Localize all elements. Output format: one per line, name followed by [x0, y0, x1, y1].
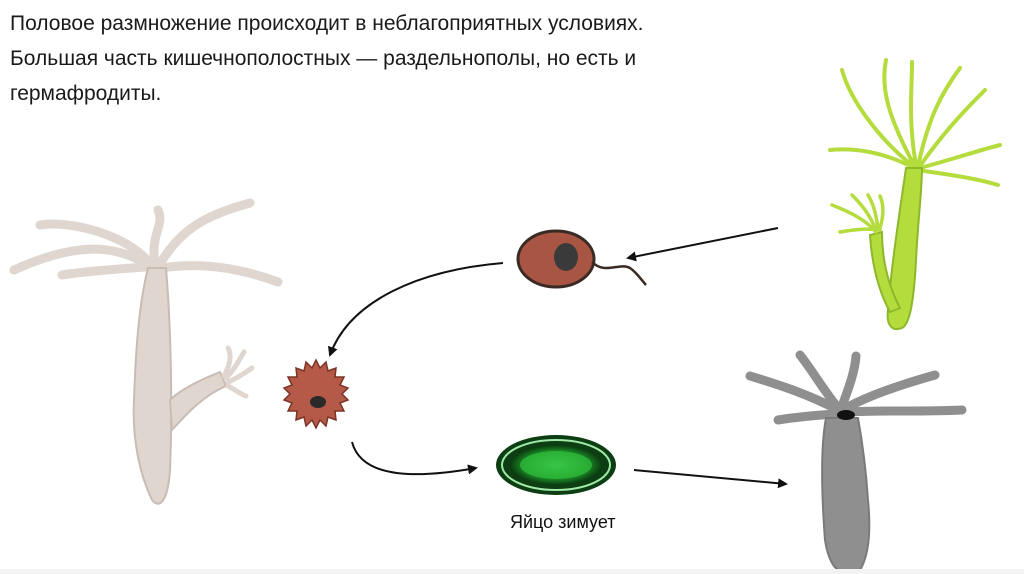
arrow-egg-cell-to-winter-egg — [351, 441, 478, 476]
slide-text: Половое размножение происходит в неблаго… — [10, 6, 790, 111]
egg-cell-icon — [282, 358, 350, 430]
sexual-reproduction-text: Половое размножение происходит в неблаго… — [10, 12, 644, 35]
winter-egg-caption: Яйцо зимует — [510, 512, 616, 532]
arrow-green-hydra-to-sperm — [626, 227, 779, 262]
arrow-winter-egg-to-hydra — [633, 469, 788, 489]
hermaphrodite-text: Большая часть кишечнополостных — раздель… — [10, 47, 637, 105]
winter-egg-icon — [496, 435, 616, 495]
sperm-cell-icon — [516, 229, 647, 289]
bottom-edge — [0, 569, 1024, 574]
green-hydra-icon — [828, 58, 1002, 330]
arrow-sperm-to-egg-cell — [328, 262, 504, 357]
hydra-with-bud — [9, 198, 283, 505]
gray-hydra-icon — [745, 350, 967, 571]
